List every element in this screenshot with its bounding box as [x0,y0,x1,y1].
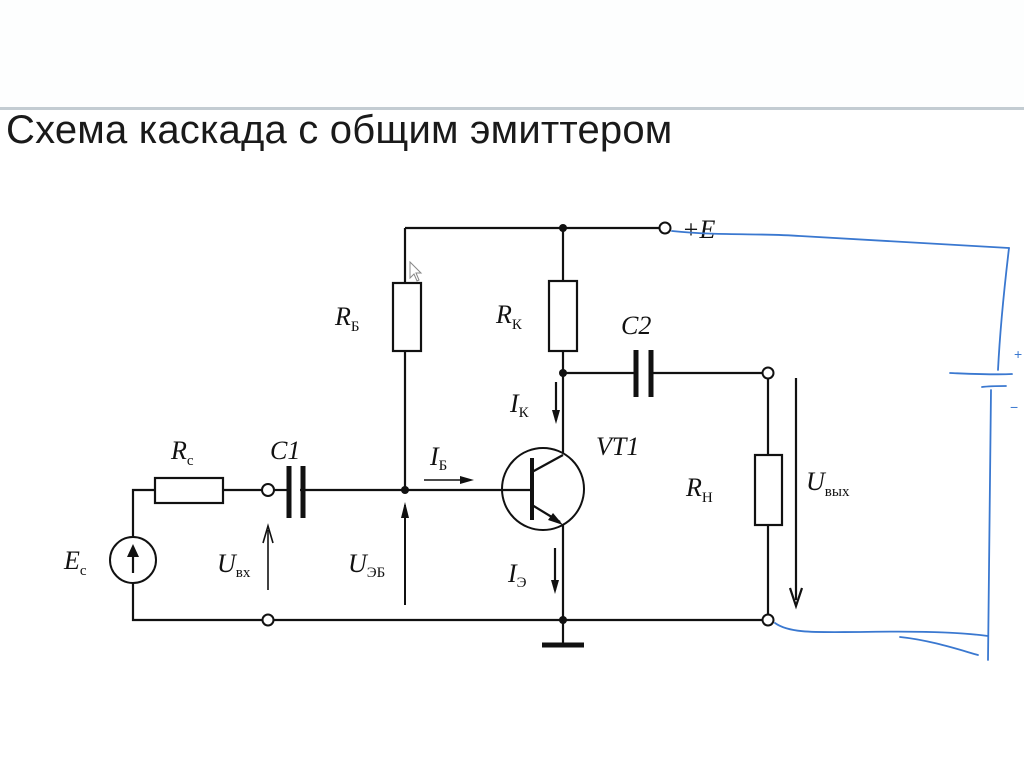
rk-label: RК [495,300,523,333]
uin-label: Uвх [217,549,251,581]
resistor-rc [153,476,275,505]
supply-terminal[interactable] [658,221,672,235]
capacitor-c1 [274,466,306,518]
uin-arrow [262,523,274,590]
ib-label: IБ [429,442,447,474]
output-terminal-bottom[interactable] [761,613,775,627]
junction-dot [401,486,409,494]
rc-label: Rс [170,436,194,469]
c2-label: C2 [621,311,651,340]
transistor-vt1 [501,447,585,620]
ik-arrow [552,382,560,424]
ground-rail [131,582,775,648]
rn-label: RН [685,473,713,506]
input-terminal-top[interactable] [261,483,275,497]
capacitor-c2 [563,350,775,397]
vt1-label: VT1 [596,432,639,461]
supply-rail [403,221,672,283]
slide-header-band [0,0,1024,110]
ueb-label: UЭБ [348,549,385,581]
output-terminal-top[interactable] [761,366,775,380]
slide-title: Схема каскада с общим эмиттером [6,108,673,152]
resistor-rb [391,281,423,490]
resistor-rk [547,228,579,455]
handdrawn-battery-annotation [671,230,1013,661]
resistor-rn [753,379,784,615]
input-terminal-bottom[interactable] [261,613,275,627]
supply-label: +E [682,215,716,244]
ik-label: IК [509,389,530,421]
uout-label: Uвых [806,467,850,500]
battery-plus-label: + [1014,346,1022,362]
ie-arrow [551,548,559,594]
ec-label: Eс [63,546,87,579]
mouse-cursor-icon [409,260,423,282]
ueb-arrow [401,502,409,605]
ie-label: IЭ [507,559,527,591]
source-ec [109,488,157,584]
rb-label: RБ [334,302,360,335]
uout-arrow [788,378,804,610]
base-wire [300,476,532,494]
c1-label: C1 [270,436,300,465]
battery-minus-label: − [1010,399,1018,415]
